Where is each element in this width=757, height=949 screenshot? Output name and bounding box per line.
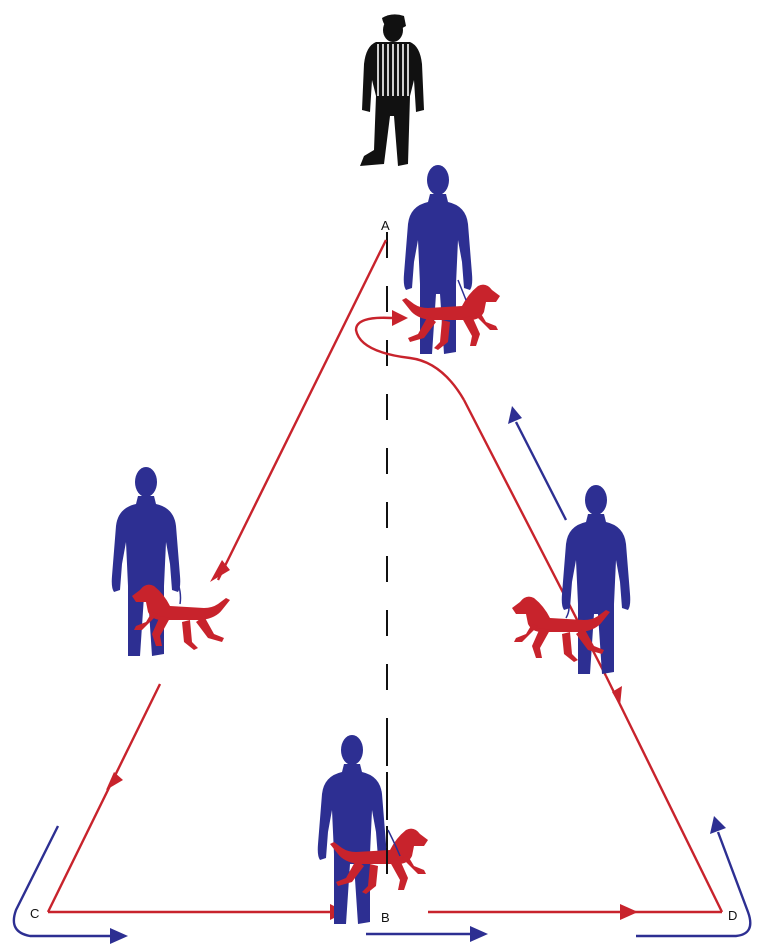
handler-dog-team-left: [111, 467, 230, 656]
point-label-b: B: [381, 910, 390, 925]
blue-handler-paths: [12, 421, 752, 938]
blue-handler-arrows: [110, 406, 726, 944]
handler-dog-team-right: [512, 485, 631, 674]
point-label-a: A: [381, 218, 390, 233]
handler-dog-team-bottom: [317, 735, 428, 924]
point-label-d: D: [728, 908, 737, 923]
handler-dog-team-start: [402, 165, 500, 354]
point-label-c: C: [30, 906, 39, 921]
judge-silhouette: [360, 14, 424, 166]
